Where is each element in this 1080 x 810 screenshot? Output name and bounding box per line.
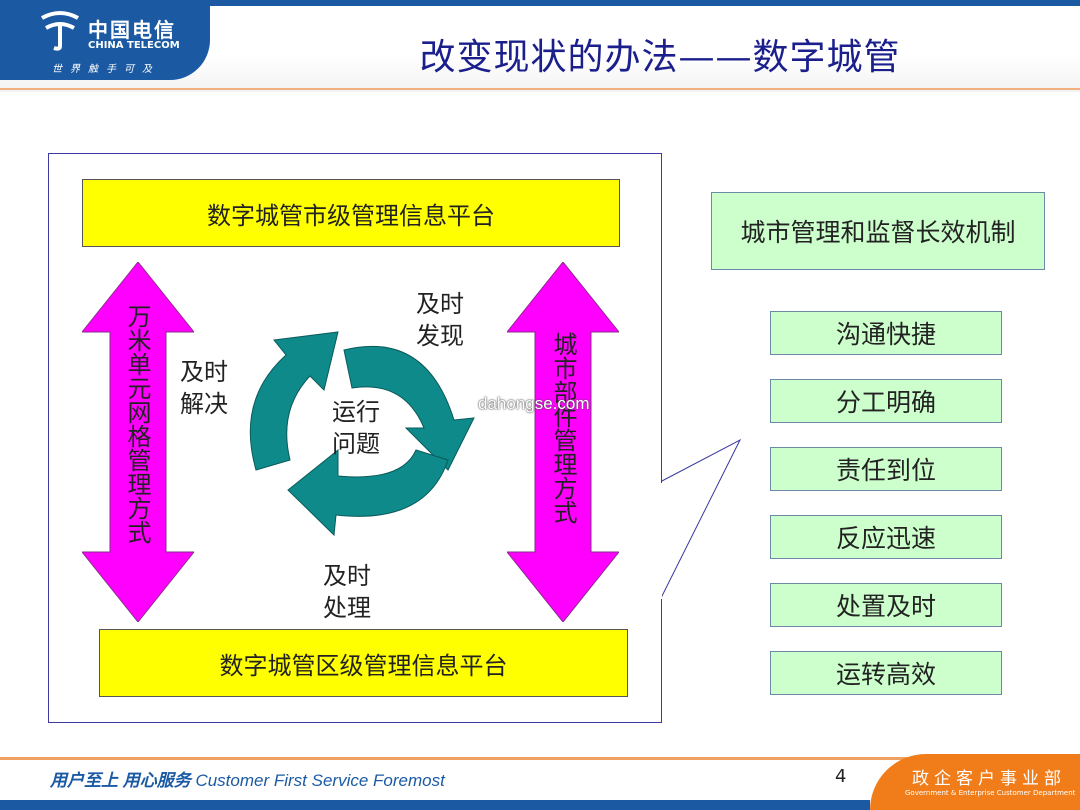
mechanism-item: 处置及时 <box>770 583 1002 627</box>
footer-divider <box>0 757 1080 760</box>
footer-slogan-en: Customer First Service Foremost <box>195 771 445 790</box>
logo-text-cn: 中国电信 <box>88 18 176 42</box>
page-title: 改变现状的办法——数字城管 <box>419 37 901 78</box>
department-badge <box>870 754 1080 810</box>
footer-slogan: 用户至上 用心服务 Customer First Service Foremos… <box>50 766 445 791</box>
component-management-label: 城市部件管理方式 <box>549 332 577 524</box>
handle-label-line-2: 处理 <box>323 594 371 622</box>
logo-slogan: 世界触手可及 <box>52 64 160 75</box>
handle-label-line-1: 及时 <box>323 562 371 590</box>
header-divider <box>0 88 1080 90</box>
mechanism-item: 运转高效 <box>770 651 1002 695</box>
logo-box <box>0 0 210 80</box>
footer-slogan-cn: 用户至上 用心服务 <box>50 771 196 790</box>
callout-join <box>659 483 662 599</box>
cycle-center-line-1: 运行 <box>332 398 380 426</box>
department-name-cn: 政企客户事业部 <box>912 769 1066 789</box>
mechanism-item: 分工明确 <box>770 379 1002 423</box>
district-level-platform: 数字城管区级管理信息平台 <box>99 629 628 697</box>
header-top-rule <box>210 0 1080 6</box>
solve-label-line-1: 及时 <box>180 358 228 386</box>
china-telecom-logo-icon <box>41 11 79 51</box>
left-double-arrow-icon <box>82 262 194 622</box>
mechanism-item: 反应迅速 <box>770 515 1002 559</box>
discover-label-line-1: 及时 <box>416 290 464 318</box>
cycle-arrows-icon <box>249 331 475 537</box>
grid-management-label: 万米单元网格管理方式 <box>123 304 151 544</box>
city-level-platform: 数字城管市级管理信息平台 <box>82 179 620 247</box>
right-double-arrow-icon <box>507 262 619 622</box>
logo-text-en: CHINA TELECOM <box>88 40 180 51</box>
mechanism-title-box: 城市管理和监督长效机制 <box>711 192 1045 270</box>
solve-label-line-2: 解决 <box>180 390 228 418</box>
footer-bottom-rule <box>0 800 870 810</box>
page-number: 4 <box>835 766 847 787</box>
mechanism-item: 责任到位 <box>770 447 1002 491</box>
mechanism-item: 沟通快捷 <box>770 311 1002 355</box>
discover-label-line-2: 发现 <box>416 322 464 350</box>
department-name-en: Government & Enterprise Customer Departm… <box>905 789 1076 797</box>
watermark-text: dahongse.com <box>478 394 590 413</box>
cycle-center-line-2: 问题 <box>332 430 380 458</box>
